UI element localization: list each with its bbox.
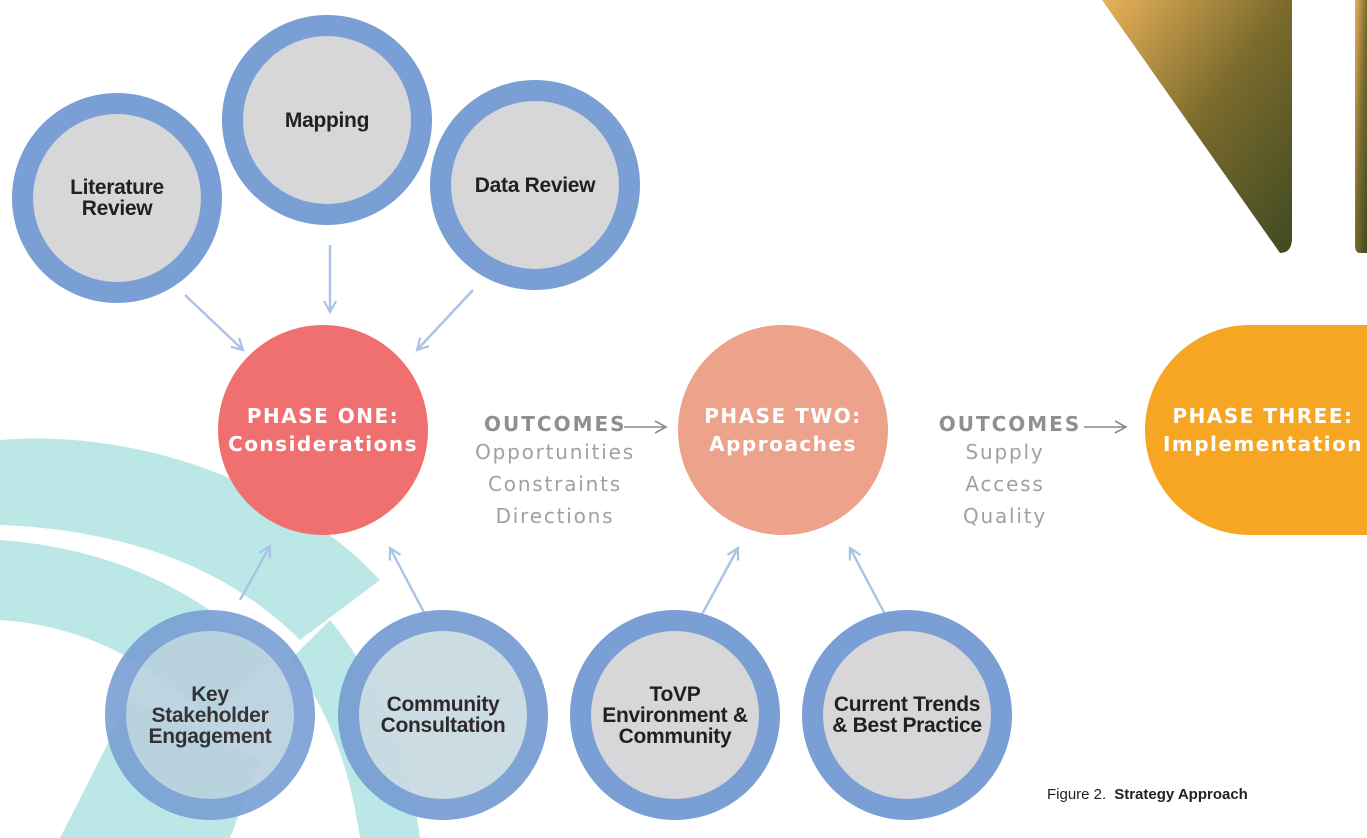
figure-caption-title: Strategy Approach: [1114, 786, 1248, 803]
outcome-item: Access: [965, 472, 1045, 496]
arrow-literature-to-phase-one: [184, 294, 243, 350]
phase-one-subtitle: Considerations: [228, 432, 418, 456]
photo-thumbnail: [1102, 0, 1367, 253]
data-review-label: Data Review: [474, 173, 596, 197]
outcomes-heading: OUTCOMES: [484, 412, 627, 436]
figure-caption-prefix: Figure 2.: [1047, 786, 1107, 803]
outcome-item: Constraints: [488, 472, 622, 496]
key-stakeholder-engagement-node: Key Stakeholder Engagement: [105, 610, 315, 820]
outcome-item: Opportunities: [475, 440, 635, 464]
figure-caption: Figure 2. Strategy Approach: [1047, 786, 1248, 803]
literature-review-node: Literature Review: [12, 93, 222, 303]
literature-review-label: Literature Review: [70, 176, 164, 220]
phase-two-node: PHASE TWO: Approaches: [678, 325, 888, 535]
mapping-label: Mapping: [284, 108, 370, 132]
outcome-item: Quality: [962, 504, 1048, 528]
community-consultation-label: Community Consultation: [380, 693, 506, 737]
arrow-stakeholder-to-phase-one: [238, 546, 270, 601]
mapping-node: Mapping: [222, 15, 432, 225]
phase-three-title: PHASE THREE:: [1172, 404, 1354, 428]
phase-three-node: PHASE THREE: Implementation: [1145, 325, 1367, 535]
outcomes-heading: OUTCOMES: [938, 412, 1082, 436]
key-stakeholder-engagement-label: Key Stakeholder Engagement: [148, 682, 272, 748]
arrow-trends-to-phase-two: [850, 548, 890, 621]
phase-two-subtitle: Approaches: [709, 432, 857, 456]
current-trends-best-practice-label: Current Trends & Best Practice: [832, 693, 982, 737]
phase-three-subtitle: Implementation: [1162, 432, 1364, 456]
arrow-tovp-to-phase-two: [698, 548, 738, 619]
outcome-item: Directions: [495, 504, 615, 528]
phase-one-node: PHASE ONE: Considerations: [218, 325, 428, 535]
current-trends-best-practice-node: Current Trends & Best Practice: [802, 610, 1012, 820]
tovp-environment-community-label: ToVP Environment & Community: [602, 682, 748, 748]
outcomes-phase-one: OUTCOMES Opportunities Constraints Direc…: [462, 412, 648, 532]
data-review-node: Data Review: [430, 80, 640, 290]
outcome-item: Supply: [965, 440, 1045, 464]
outcomes-phase-two: OUTCOMES Supply Access Quality: [935, 412, 1085, 532]
phase-one-title: PHASE ONE:: [246, 404, 400, 428]
tovp-environment-community-node: ToVP Environment & Community: [570, 610, 780, 820]
arrow-community-to-phase-one: [390, 548, 430, 621]
phase-two-title: PHASE TWO:: [704, 404, 862, 428]
community-consultation-node: Community Consultation: [338, 610, 548, 820]
arrow-data-review-to-phase-one: [417, 289, 474, 350]
